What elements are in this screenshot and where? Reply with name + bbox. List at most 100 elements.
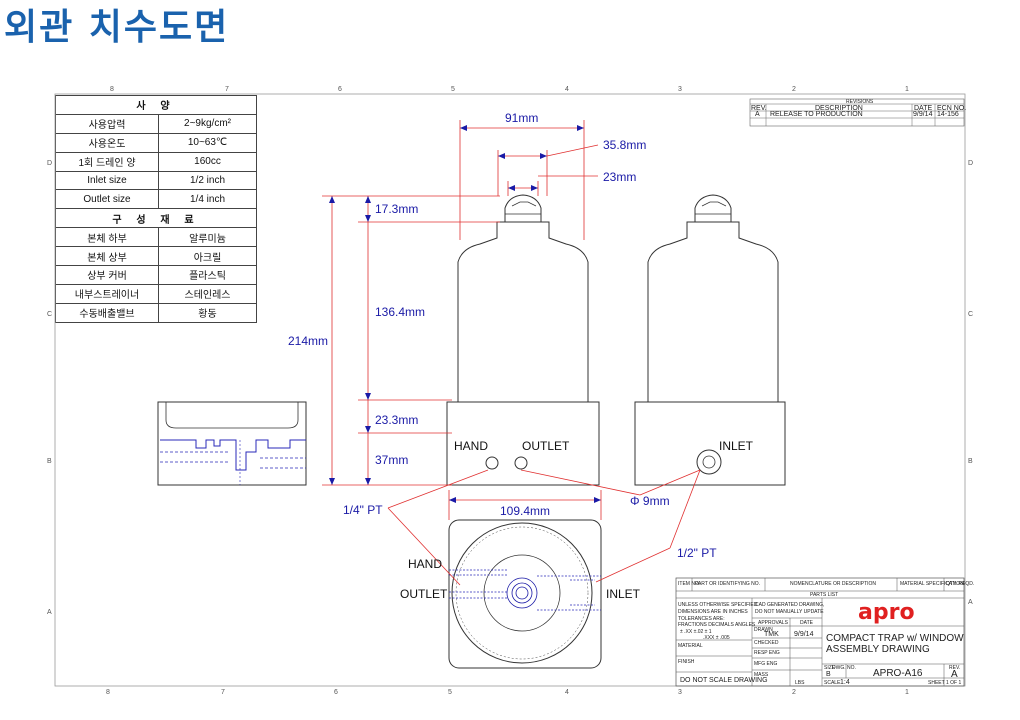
resp-eng: RESP ENG [754,650,780,656]
lbs-field: LBS [795,680,805,686]
grid-label: 7 [225,86,229,93]
grid-label: 5 [448,689,452,696]
tol-line: TOLERANCES ARE: [678,616,725,622]
dim-23-3: 23.3mm [375,413,418,427]
grid-label: 4 [565,689,569,696]
grid-label: 1 [905,86,909,93]
drawn-field: DRAWN [754,627,773,633]
dim-214: 214mm [288,334,328,348]
grid-label: C [47,311,52,318]
section-view [157,401,307,486]
mass-field: MASS [754,672,769,678]
side-view [634,194,786,486]
sheet-field: SHEET 1 OF 1 [928,680,961,686]
part-col: PART OR IDENTIFYING NO. [695,581,760,587]
dim-91: 91mm [505,111,538,125]
scale-value: 1:4 [840,679,850,686]
grid-label: 4 [565,86,569,93]
grid-label: 6 [334,689,338,696]
drawn-by: TMK [764,631,779,638]
ecn-col: ECN NO. [937,105,966,112]
tol-line: FRACTIONS DECIMALS ANGLES [678,622,756,628]
outlet-label: OUTLET [522,439,570,453]
drawn-date: 9/9/14 [794,631,814,638]
tol-line: UNLESS OTHERWISE SPECIFIED [678,602,758,608]
desc-value: RELEASE TO PRODUCTION [770,111,863,118]
date-col: DATE [914,105,932,112]
grid-label: B [968,458,973,465]
grid-label: 6 [338,86,342,93]
grid-label: 8 [110,86,114,93]
title-block: ITEM NO. PART OR IDENTIFYING NO. NOMENCL… [675,577,974,687]
material-key: 내부스트레이너 [55,283,159,304]
material-col: MATERIAL SPECIFICATION [900,581,964,587]
grid-label: 3 [678,86,682,93]
inlet-label-top: INLET [606,587,641,601]
dim-phi9: Φ 9mm [630,494,670,508]
material-field: MATERIAL [678,643,703,649]
dim-35-8: 35.8mm [603,138,646,152]
rev-col: REV. [751,105,767,112]
dim-37: 37mm [375,453,408,467]
ecn-value: 14-156 [937,111,959,118]
size-value: B [826,671,831,678]
outlet-label-top: OUTLET [400,587,448,601]
tol-line: .XXX ± .005 [703,635,730,641]
drawing-title-2: ASSEMBLY DRAWING [826,644,930,655]
grid-label: 1 [905,689,909,696]
grid-label: D [47,160,52,167]
material-value: 플라스틱 [158,265,257,285]
desc-col: DESCRIPTION [815,105,863,112]
qty-col: QTY. REQD. [946,581,974,587]
dimension-lines [322,120,701,586]
grid-label: D [968,160,973,167]
parts-list: PARTS LIST [810,592,838,598]
checked-field: CHECKED [754,640,779,646]
dimension-arrows [329,125,601,503]
front-view [446,194,600,486]
dwg-no-value: APRO-A16 [873,668,923,679]
grid-label: 7 [221,689,225,696]
date-value: 9/9/14 [913,111,933,118]
size-header: SIZE [824,665,836,671]
grid-label: 5 [451,86,455,93]
rev-header: REV. [949,665,960,671]
grid-label: 2 [792,86,796,93]
finish-field: FINISH [678,659,695,665]
top-view [448,519,602,669]
mfg-eng: MFG ENG [754,661,777,667]
material-key: 상부 커버 [55,265,159,285]
grid-label: B [47,458,52,465]
revisions-block: REVISIONS REV. DESCRIPTION DATE ECN NO. … [749,98,966,127]
rev-value: A [755,111,760,118]
hand-label-top: HAND [408,557,442,571]
material-key: 본체 상부 [55,246,159,267]
inlet-label: INLET [719,439,754,453]
no-scale: DO NOT SCALE DRAWING [680,677,768,684]
approvals: APPROVALS [758,620,789,626]
cad-note: DO NOT MANUALLY UPDATE [755,609,824,615]
cad-note: CAD GENERATED DRAWING, [755,602,824,608]
rev-value: A [951,669,958,680]
material-value: 아크릴 [158,246,257,267]
material-value: 스테인레스 [158,283,257,304]
dim-17-3: 17.3mm [375,202,418,216]
grid-label: 3 [678,689,682,696]
dim-136-4: 136.4mm [375,305,425,319]
tol-line: DIMENSIONS ARE IN INCHES [678,609,748,615]
dim-109-4: 109.4mm [500,504,550,518]
grid-label: 8 [106,689,110,696]
scale-header: SCALE [824,680,841,686]
grid-label: A [47,609,52,616]
dim-23: 23mm [603,170,636,184]
dim-1-4-pt: 1/4" PT [343,503,383,517]
item-no-col: ITEM NO. [678,581,700,587]
drawing-border [54,93,966,687]
date-header: DATE [800,620,814,626]
grid-label: A [968,599,973,606]
grid-label: 2 [792,689,796,696]
brand-logo: apro [858,600,915,625]
hand-label: HAND [454,439,488,453]
drawing-title-1: COMPACT TRAP w/ WINDOW [826,633,964,644]
